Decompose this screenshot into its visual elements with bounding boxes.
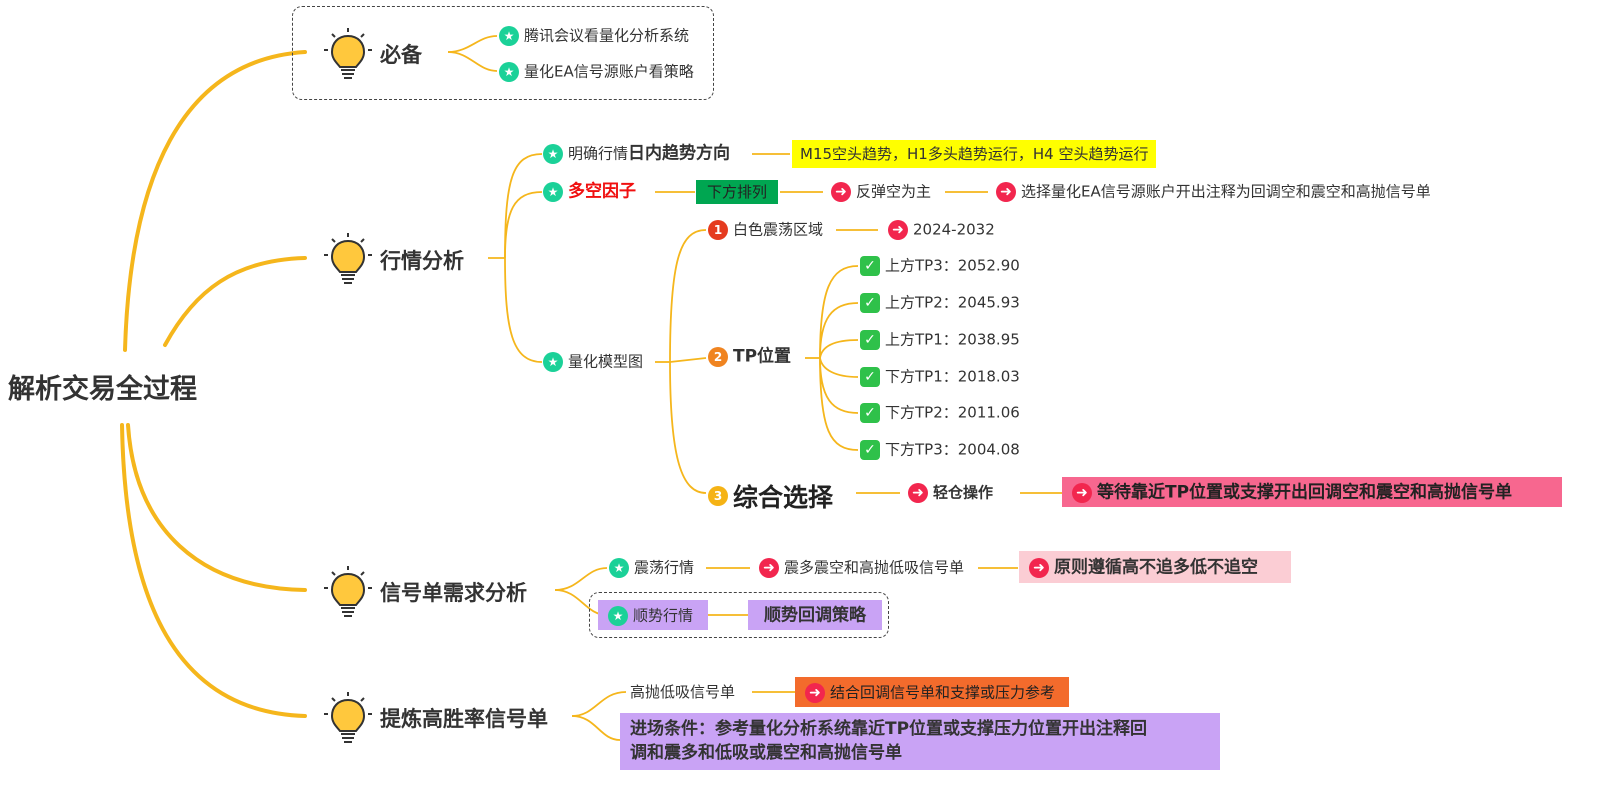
tp-level: ✓下方TP2：2011.06 xyxy=(860,402,1020,423)
lightbulb-icon xyxy=(324,564,372,620)
root-topic: 解析交易全过程 xyxy=(8,374,197,405)
arrow-right-icon: ➜ xyxy=(1072,482,1092,503)
arrow-right-icon: ➜ xyxy=(888,219,908,240)
star-icon: ★ xyxy=(499,25,519,46)
checkmark-icon: ✓ xyxy=(860,366,880,387)
star-icon: ★ xyxy=(543,143,563,164)
checkmark-icon: ✓ xyxy=(860,402,880,423)
range-step: ➜震多震空和高抛低吸信号单 xyxy=(759,557,964,578)
trend-market-node: ★顺势行情 xyxy=(598,600,708,630)
star-icon: ★ xyxy=(608,605,628,626)
lightbulb-icon xyxy=(324,26,372,82)
star-icon: ★ xyxy=(499,61,519,82)
arrow-right-icon: ➜ xyxy=(831,181,851,202)
arrow-right-icon: ➜ xyxy=(908,482,928,503)
combo-result: ➜等待靠近TP位置或支撑开出回调空和震空和高抛信号单 xyxy=(1062,477,1562,507)
entry-condition: 进场条件：参考量化分析系统靠近TP位置或支撑压力位置开出注释回 调和震多和低吸或… xyxy=(620,713,1220,770)
boundary-trend-market xyxy=(589,592,889,638)
checkmark-icon: ✓ xyxy=(860,292,880,313)
arrow-right-icon: ➜ xyxy=(1029,557,1049,578)
arrow-right-icon: ➜ xyxy=(759,557,779,578)
range-result: ➜原则遵循高不追多低不追空 xyxy=(1019,551,1291,583)
star-icon: ★ xyxy=(609,557,629,578)
lightbulb-icon xyxy=(324,231,372,287)
checkmark-icon: ✓ xyxy=(860,255,880,276)
factor-tag: 下方排列 xyxy=(696,180,778,204)
star-icon: ★ xyxy=(543,351,563,372)
boundary-bibei xyxy=(292,6,714,100)
checkmark-icon: ✓ xyxy=(860,439,880,460)
entry-condition-line-1: 进场条件：参考量化分析系统靠近TP位置或支撑压力位置开出注释回 xyxy=(630,719,1148,739)
topic-bibei: 必备 xyxy=(380,43,422,67)
entry-condition-line-2: 调和震多和低吸或震空和高抛信号单 xyxy=(630,743,902,763)
tp-level: ✓下方TP1：2018.03 xyxy=(860,366,1020,387)
tp-level: ✓上方TP3：2052.90 xyxy=(860,255,1020,276)
bibei-item-1: ★腾讯会议看量化分析系统 xyxy=(499,25,689,46)
star-icon: ★ xyxy=(543,181,563,202)
number-badge-icon: 1 xyxy=(708,219,728,240)
tp-level: ✓上方TP1：2038.95 xyxy=(860,329,1020,350)
trend-note: M15空头趋势，H1多头趋势运行，H4 空头趋势运行 xyxy=(792,140,1157,168)
lightbulb-icon xyxy=(324,690,372,746)
number-badge-icon: 2 xyxy=(708,346,728,367)
combo-step: ➜轻仓操作 xyxy=(908,482,993,503)
number-badge-icon: 3 xyxy=(708,486,728,506)
factor-step-2: ➜选择量化EA信号源账户开出注释为回调空和震空和高抛信号单 xyxy=(996,181,1431,202)
bibei-item-2: ★量化EA信号源账户看策略 xyxy=(499,61,694,82)
model-node: ★量化模型图 xyxy=(543,351,643,372)
trend-market-result: 顺势回调策略 xyxy=(748,600,882,630)
zone-value: ➜2024-2032 xyxy=(888,219,995,240)
refine-note: ➜结合回调信号单和支撑或压力参考 xyxy=(795,677,1069,707)
topic-refine-signal: 提炼高胜率信号单 xyxy=(380,707,548,731)
factor-node: ★多空因子 xyxy=(543,181,636,202)
range-market-node: ★震荡行情 xyxy=(609,557,694,578)
arrow-right-icon: ➜ xyxy=(805,682,825,703)
tp-level: ✓下方TP3：2004.08 xyxy=(860,439,1020,460)
refine-item: 高抛低吸信号单 xyxy=(630,683,736,701)
factor-step-1: ➜反弹空为主 xyxy=(831,181,931,202)
arrow-right-icon: ➜ xyxy=(996,181,1016,202)
checkmark-icon: ✓ xyxy=(860,329,880,350)
tp-level: ✓上方TP2：2045.93 xyxy=(860,292,1020,313)
trend-direction-node: ★明确行情日内趋势方向 xyxy=(543,143,730,164)
topic-market-analysis: 行情分析 xyxy=(380,249,464,273)
topic-signal-demand: 信号单需求分析 xyxy=(380,581,527,605)
